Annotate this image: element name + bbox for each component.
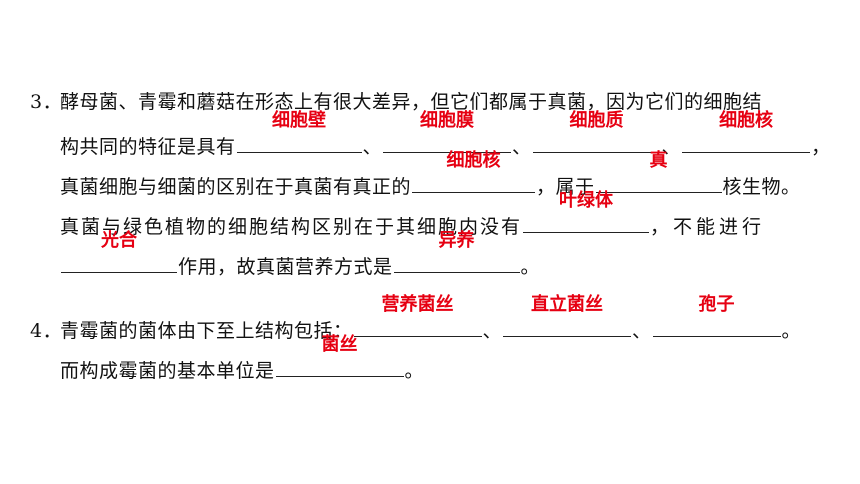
q3-sep-2: 、 [512, 136, 532, 158]
q3-answer-3: 细胞质 [569, 110, 624, 131]
q3-line-2: 构共同的特征是具有 细胞壁、 细胞膜、 细胞质、 细胞核 ， [30, 110, 836, 162]
q4-line2-end: 。 [404, 360, 425, 382]
q3-blank-6[interactable]: 真 [595, 150, 722, 193]
q3-sep-3: 、 [661, 136, 682, 158]
q4-number: 4． [30, 320, 63, 342]
q3-sep-1: 、 [362, 136, 383, 158]
q4-sep-1: 、 [482, 320, 503, 342]
q3-number: 3． [30, 91, 63, 113]
q4-answer-4: 菌丝 [321, 334, 358, 355]
q4-blank-2[interactable]: 直立菌丝 [503, 294, 632, 337]
q3-blank-3[interactable]: 细胞质 [532, 110, 661, 153]
q3-answer-6: 真 [649, 150, 668, 171]
q3-answer-1: 细胞壁 [272, 110, 327, 131]
q4-line-2: 而构成霉菌的基本单位是 菌丝。 [30, 334, 836, 386]
q4-answer-2: 直立菌丝 [531, 294, 604, 315]
q3-line1-text: 酵母菌、青霉和蘑菇在形态上有很大差异，但它们都属于真菌，因为它们的细胞结 [60, 91, 763, 113]
q3-line3-end: 核生物。 [722, 176, 801, 198]
q3-line5-end: 。 [520, 256, 541, 278]
q3-line-1: 3．酵母菌、青霉和蘑菇在形态上有很大差异，但它们都属于真菌，因为它们的细胞结 [30, 82, 836, 122]
q4-answer-1: 营养菌丝 [381, 294, 454, 315]
q3-answer-7: 叶绿体 [559, 190, 614, 211]
q4-blank-3[interactable]: 孢子 [652, 294, 781, 337]
q3-line2-end: ， [811, 136, 831, 158]
q4-line-1: 4．青霉菌的菌体由下至上结构包括： 营养菌丝、 直立菌丝、 孢子。 [30, 294, 836, 346]
q3-line-5: 光合作用，故真菌营养方式是 异养。 [30, 230, 836, 282]
q3-answer-9: 异养 [438, 230, 475, 251]
q3-blank-8[interactable]: 光合 [61, 230, 177, 273]
q4-line2-text: 而构成霉菌的基本单位是 [60, 360, 275, 382]
question-3: 3．酵母菌、青霉和蘑菇在形态上有很大差异，但它们都属于真菌，因为它们的细胞结 构… [30, 82, 836, 282]
q4-blank-1[interactable]: 营养菌丝 [353, 294, 482, 337]
q3-blank-7[interactable]: 叶绿体 [523, 190, 650, 233]
q3-line2-text: 构共同的特征是具有 [60, 136, 236, 158]
q4-line1-text: 青霉菌的菌体由下至上结构包括： [60, 320, 353, 342]
q3-line3-text: 真菌细胞与细菌的区别在于真菌有真正的 [60, 176, 412, 198]
q3-line5-text: 作用，故真菌营养方式是 [178, 256, 393, 278]
q3-blank-9[interactable]: 异养 [393, 230, 520, 273]
q4-answer-3: 孢子 [698, 294, 735, 315]
q3-blank-1[interactable]: 细胞壁 [236, 110, 362, 153]
q3-line4-text: 真菌与绿色植物的细胞结构区别在于其细胞内没有 [60, 216, 523, 238]
q4-line1-end: 。 [781, 320, 802, 342]
q3-line-4: 真菌与绿色植物的细胞结构区别在于其细胞内没有 叶绿体 ，不能进行 [30, 190, 836, 242]
q4-sep-2: 、 [632, 320, 652, 342]
q3-line4-end: ，不能进行 [650, 216, 766, 238]
question-4: 4．青霉菌的菌体由下至上结构包括： 营养菌丝、 直立菌丝、 孢子。 而构成霉菌的基本单… [30, 294, 836, 386]
q3-line3-mid: ，属于 [536, 176, 595, 198]
q3-answer-4: 细胞核 [719, 110, 774, 131]
q3-answer-5: 细胞核 [446, 150, 501, 171]
q3-blank-2[interactable]: 细胞膜 [383, 110, 512, 153]
q3-blank-4[interactable]: 细胞核 [682, 110, 811, 153]
q3-blank-5[interactable]: 细胞核 [412, 150, 536, 193]
q4-blank-4[interactable]: 菌丝 [275, 334, 404, 377]
q3-line-3: 真菌细胞与细菌的区别在于真菌有真正的 细胞核 ，属于 真核生物。 [30, 150, 836, 202]
q3-answer-2: 细胞膜 [420, 110, 475, 131]
q3-answer-8: 光合 [101, 230, 137, 251]
